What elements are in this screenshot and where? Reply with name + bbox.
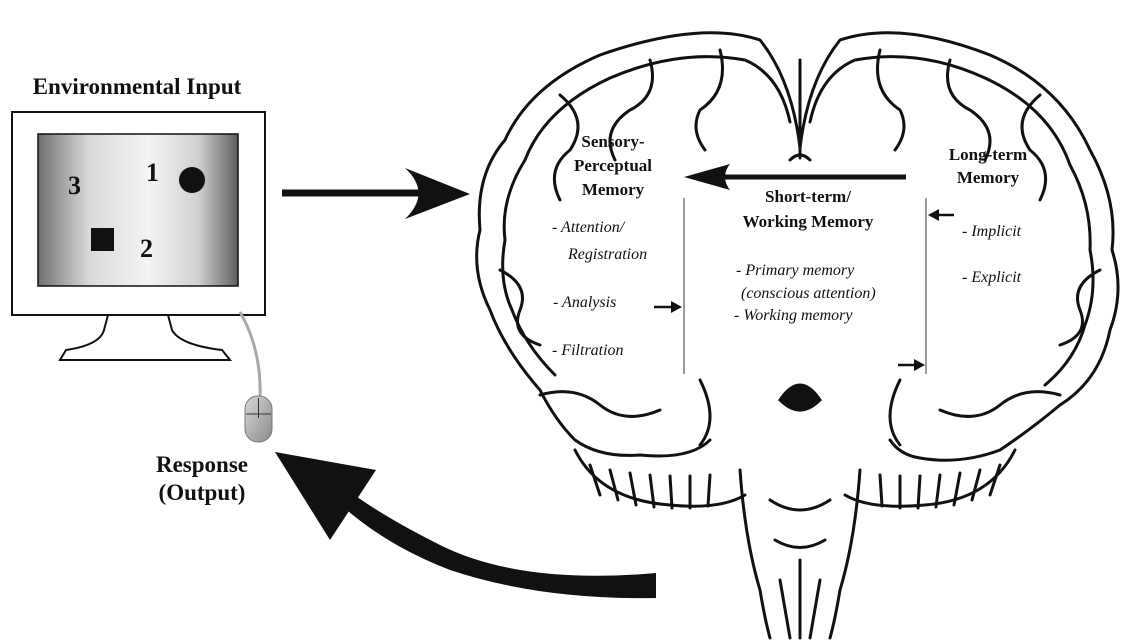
screen-number-2: 2	[140, 234, 153, 263]
sensory-item-attention: - Attention/	[552, 219, 626, 236]
ltm-item-explicit: - Explicit	[962, 269, 1022, 286]
screen-number-1: 1	[146, 158, 159, 187]
sensory-item-analysis: - Analysis	[553, 294, 616, 311]
sensory-item-registration: Registration	[567, 246, 647, 263]
stm-heading-2: Working Memory	[743, 212, 874, 231]
stm-item-conscious: (conscious attention)	[741, 285, 876, 302]
stm-item-working: - Working memory	[734, 307, 853, 324]
stm-item-primary: - Primary memory	[736, 262, 855, 279]
mouse-cable	[238, 311, 262, 401]
input-arrow-icon	[282, 168, 470, 219]
ltm-to-stm-arrow-icon	[928, 209, 954, 221]
ltm-to-sensory-arrow-icon	[684, 164, 906, 190]
response-label: Response	[156, 452, 248, 477]
circle-shape-icon	[179, 167, 205, 193]
sensory-heading-3: Memory	[582, 180, 645, 199]
monitor-icon	[11, 111, 266, 361]
output-label: (Output)	[159, 480, 246, 505]
sensory-heading-2: Perceptual	[574, 156, 652, 175]
mouse-icon	[244, 395, 273, 443]
ltm-heading-2: Memory	[957, 168, 1020, 187]
sensory-to-stm-arrow-icon	[654, 301, 682, 313]
ltm-heading-1: Long-term	[949, 145, 1027, 164]
square-shape-icon	[91, 228, 114, 251]
stm-heading-1: Short-term/	[765, 187, 851, 206]
stm-to-ltm-arrow-icon	[898, 359, 925, 371]
screen-number-3: 3	[68, 171, 81, 200]
sensory-item-filtration: - Filtration	[552, 342, 624, 359]
brain-illustration	[475, 31, 1120, 640]
output-arrow-icon	[275, 452, 656, 599]
sensory-heading-1: Sensory-	[581, 132, 645, 151]
environmental-input-title: Environmental Input	[33, 74, 242, 99]
ltm-item-implicit: - Implicit	[962, 223, 1022, 240]
